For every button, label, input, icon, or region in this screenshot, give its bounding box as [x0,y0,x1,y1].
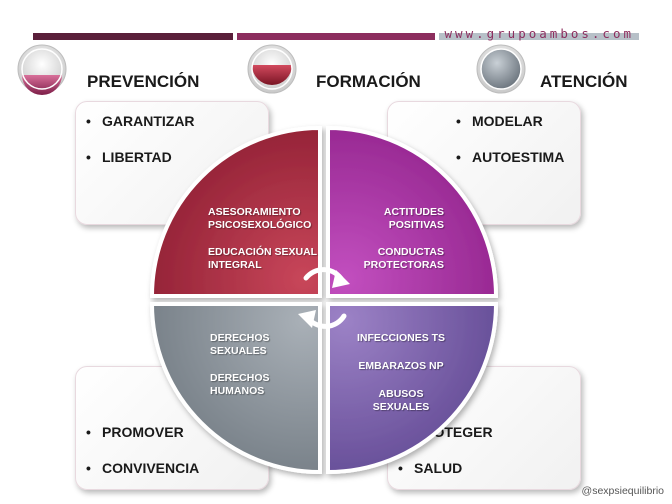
quadrant-item: INFECCIONES TS [356,332,446,344]
quadrant-item: ASESORAMIENTO PSICOSEXOLÓGICO [208,206,312,231]
heading-prevencion: PREVENCIÓN [87,72,200,91]
header-bar-light [439,33,639,40]
credit-handle[interactable]: @sexpsiequilibrio [581,485,664,497]
quadrant-text-bottom-left: DERECHOS SEXUALES DERECHOS HUMANOS [210,332,280,398]
quadrant-item: DERECHOS SEXUALES [210,332,270,357]
bulb-icon [247,44,297,94]
bulb-icon [17,44,67,95]
quadrant-item: EDUCACIÓN SEXUAL INTEGRAL [208,246,317,271]
card-item: MODELAR [450,112,580,148]
card-item: SALUD [392,459,580,495]
card-item: AUTOESTIMA [450,148,580,184]
quadrant-text-top-left: ASESORAMIENTO PSICOSEXOLÓGICO EDUCACIÓN … [208,206,318,272]
quadrant-item: EMBARAZOS NP [358,360,444,372]
card-item: LIBERTAD [80,148,268,184]
quadrant-bottom-right [326,302,499,475]
quadrant-item: ACTITUDES POSITIVAS [383,206,444,231]
website-url[interactable]: www.grupoambos.com [444,26,634,41]
quadrant-top-left [149,125,322,298]
quadrant-bottom-left [149,302,322,475]
quadrant-top-right [326,125,499,298]
card-item: GARANTIZAR [80,112,268,148]
quadrant-item: DERECHOS HUMANOS [210,372,270,397]
card-item: CONVIVENCIA [80,459,268,495]
header-bar-mid [237,33,435,40]
quadrant-item: CONDUCTAS PROTECTORAS [363,246,444,271]
bulb-icon [476,44,526,94]
heading-formacion: FORMACIÓN [316,72,421,91]
quadrant-text-bottom-right: INFECCIONES TS EMBARAZOS NP ABUSOS SEXUA… [350,332,452,414]
card-item: PROMOVER [80,423,268,459]
quadrant-text-top-right: ACTITUDES POSITIVAS CONDUCTAS PROTECTORA… [354,206,444,272]
heading-atencion: ATENCIÓN [540,72,628,91]
quadrant-item: ABUSOS SEXUALES [372,388,430,413]
header-bar-dark [33,33,233,40]
